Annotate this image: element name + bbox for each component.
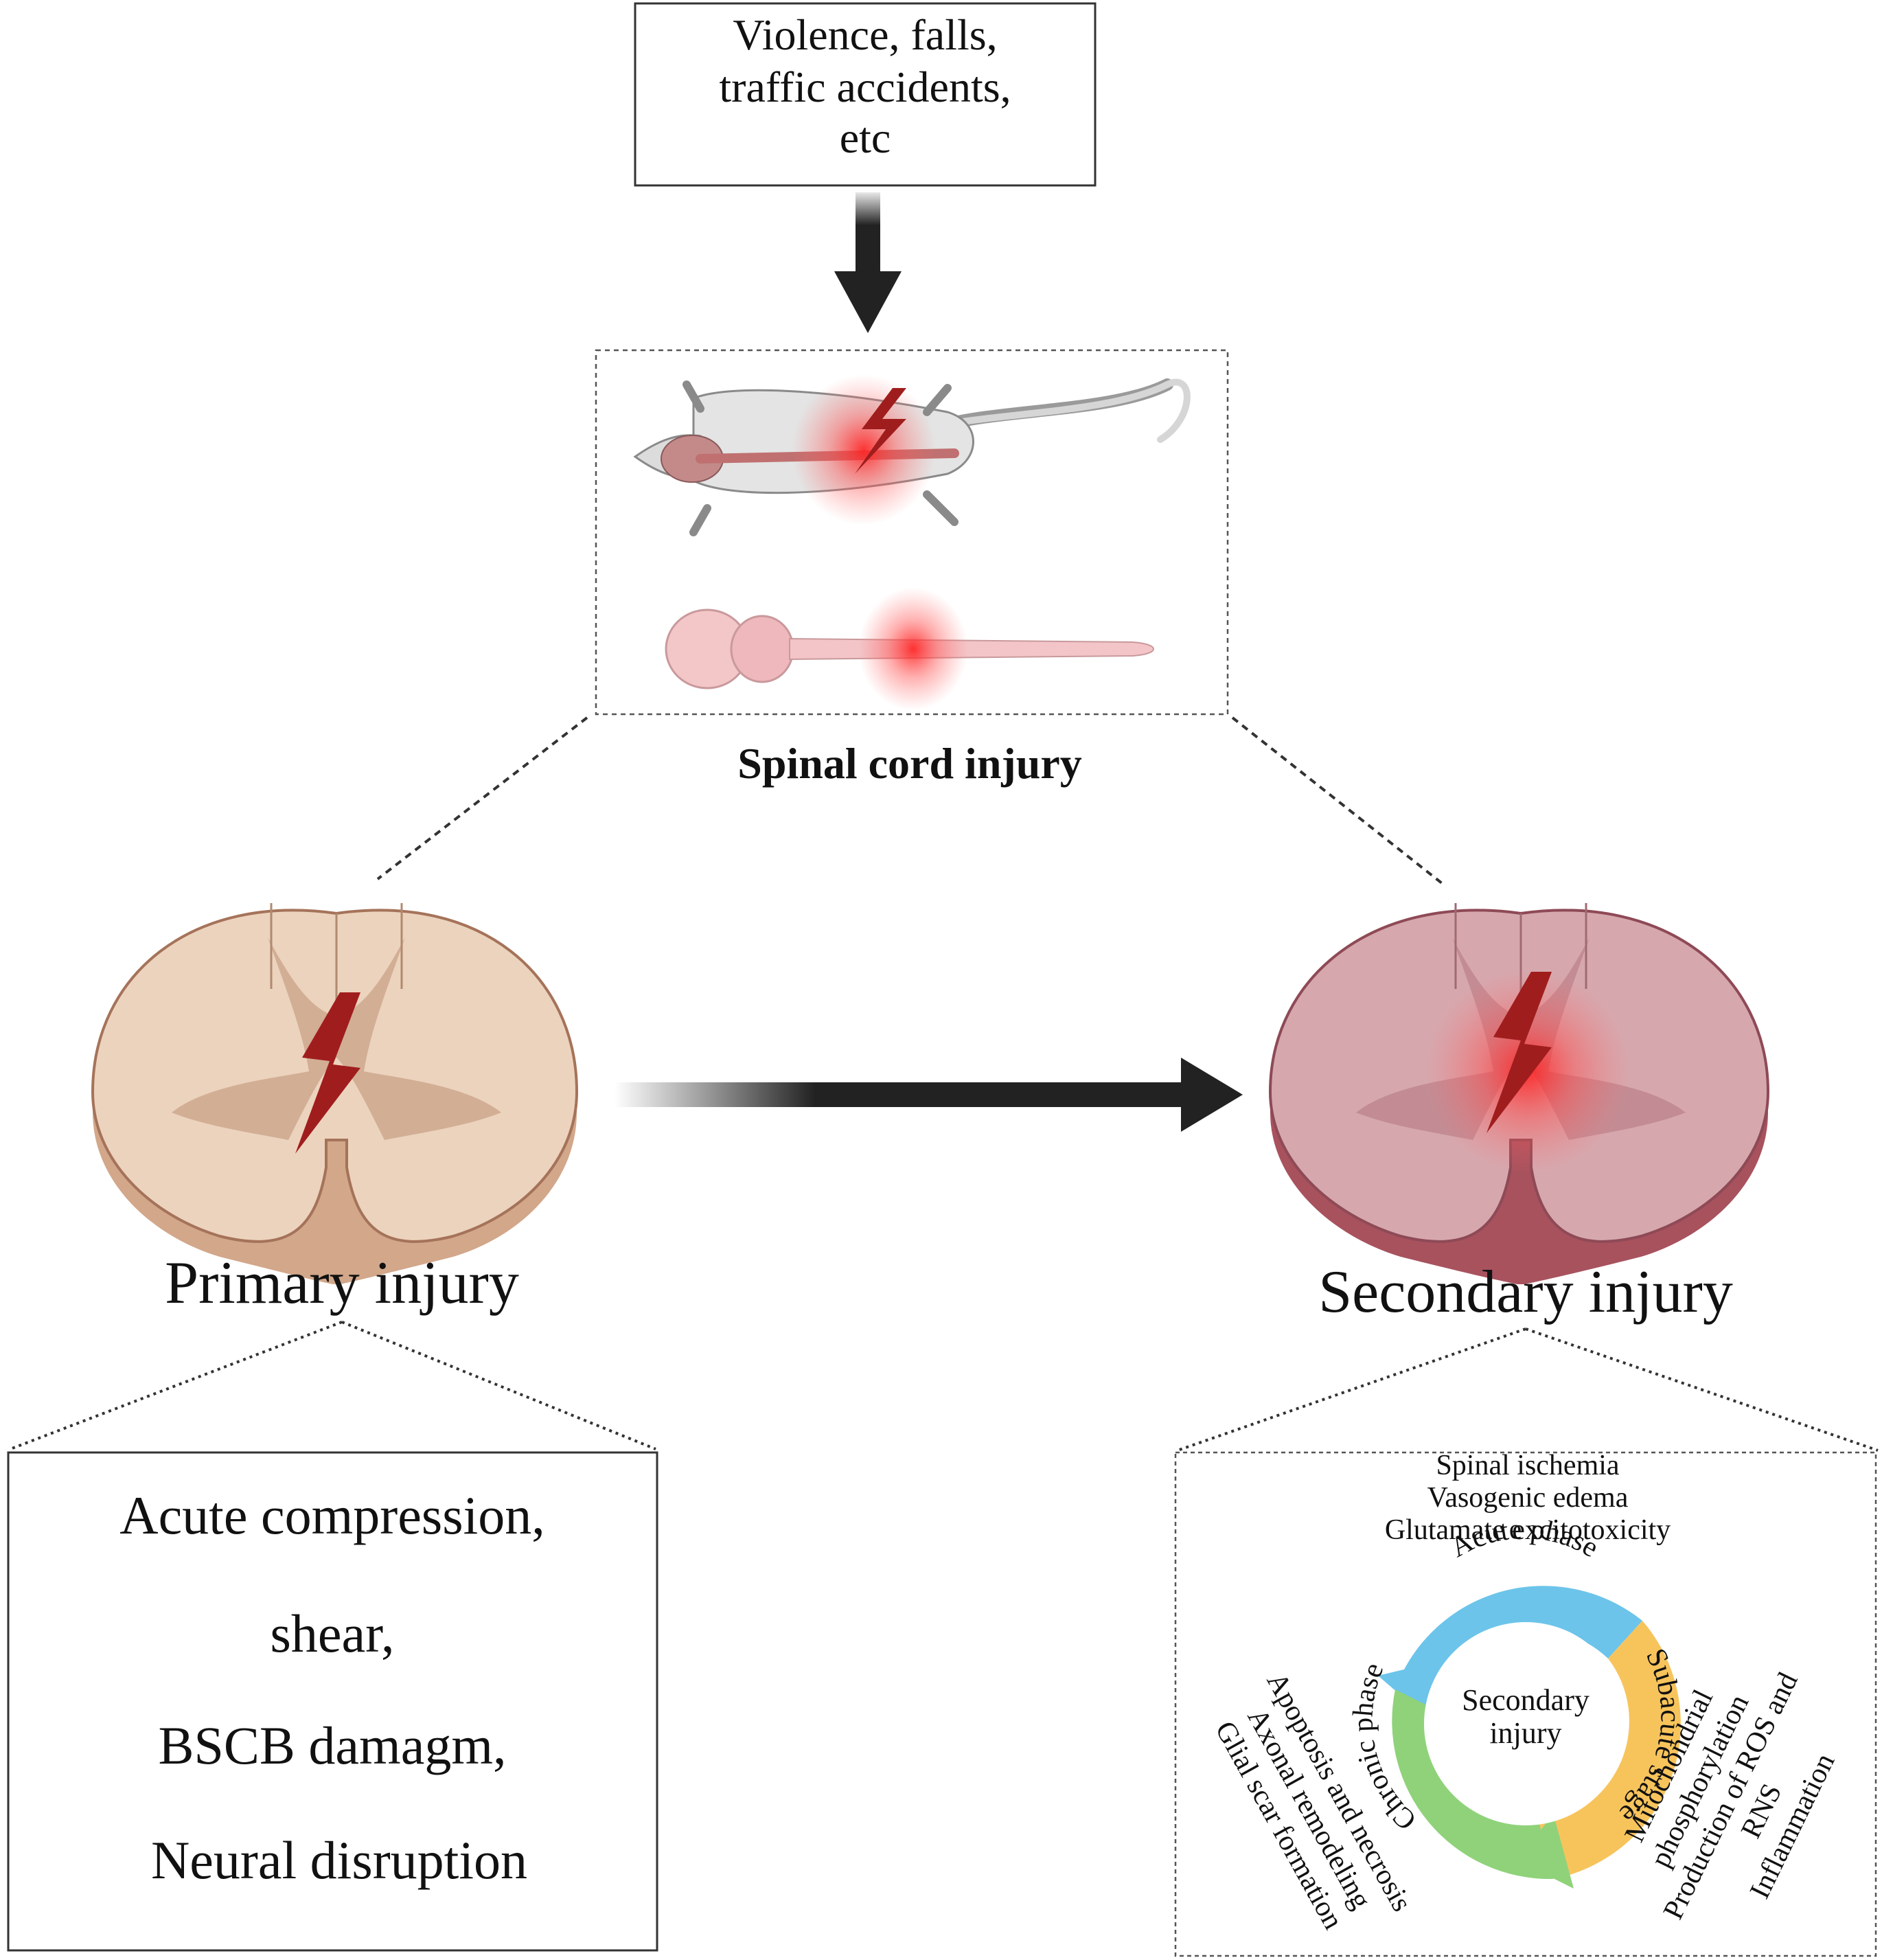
cause-line-2: traffic accidents, (719, 62, 1011, 111)
ring-center-line-2: injury (1489, 1716, 1561, 1750)
secondary-box-connector-right (1525, 1327, 1879, 1452)
primary-lightning-icon (295, 992, 360, 1154)
connector-right (1231, 716, 1447, 887)
subacute-arrowhead (1519, 1813, 1574, 1889)
ring-center (1424, 1622, 1627, 1825)
primary-mechanisms-box (7, 1451, 658, 1952)
rat-injury-glow (792, 374, 936, 525)
cause-box (634, 2, 1097, 187)
primary-item-3: BSCB damagm, (158, 1716, 506, 1775)
secondary-label: Secondary injury (1318, 1259, 1733, 1325)
cause-line-1: Violence, falls, (733, 10, 997, 59)
primary-item-4: Neural disruption (151, 1830, 527, 1890)
lightning-icon (855, 388, 906, 474)
cord-injury-glow (858, 587, 968, 711)
sci-image-frame (595, 349, 1229, 716)
subacute-segment (1539, 1621, 1681, 1879)
primary-label: Primary injury (165, 1250, 519, 1317)
secondary-top-item-3: Glutamate excitotoxicity (1385, 1514, 1671, 1546)
primary-box-connector-left (10, 1321, 343, 1450)
secondary-lightning-icon (1487, 972, 1552, 1133)
primary-item-2: shear, (271, 1604, 395, 1663)
phase-ring (1378, 1586, 1681, 1889)
progression-arrow (615, 1058, 1243, 1132)
primary-box-connector-right (341, 1321, 656, 1450)
secondary-top-item-2: Vasogenic edema (1427, 1482, 1629, 1514)
secondary-box-connector-left (1177, 1327, 1526, 1452)
sci-label: Spinal cord injury (737, 739, 1081, 788)
cause-line-3: etc (840, 113, 891, 162)
primary-item-1: Acute compression, (119, 1485, 545, 1545)
connector-left (376, 716, 588, 880)
ring-center-line-1: Secondary (1462, 1683, 1590, 1717)
down-arrow (834, 192, 902, 333)
secondary-top-item-1: Spinal ischemia (1436, 1450, 1619, 1481)
acute-phase-segment (1395, 1586, 1642, 1710)
